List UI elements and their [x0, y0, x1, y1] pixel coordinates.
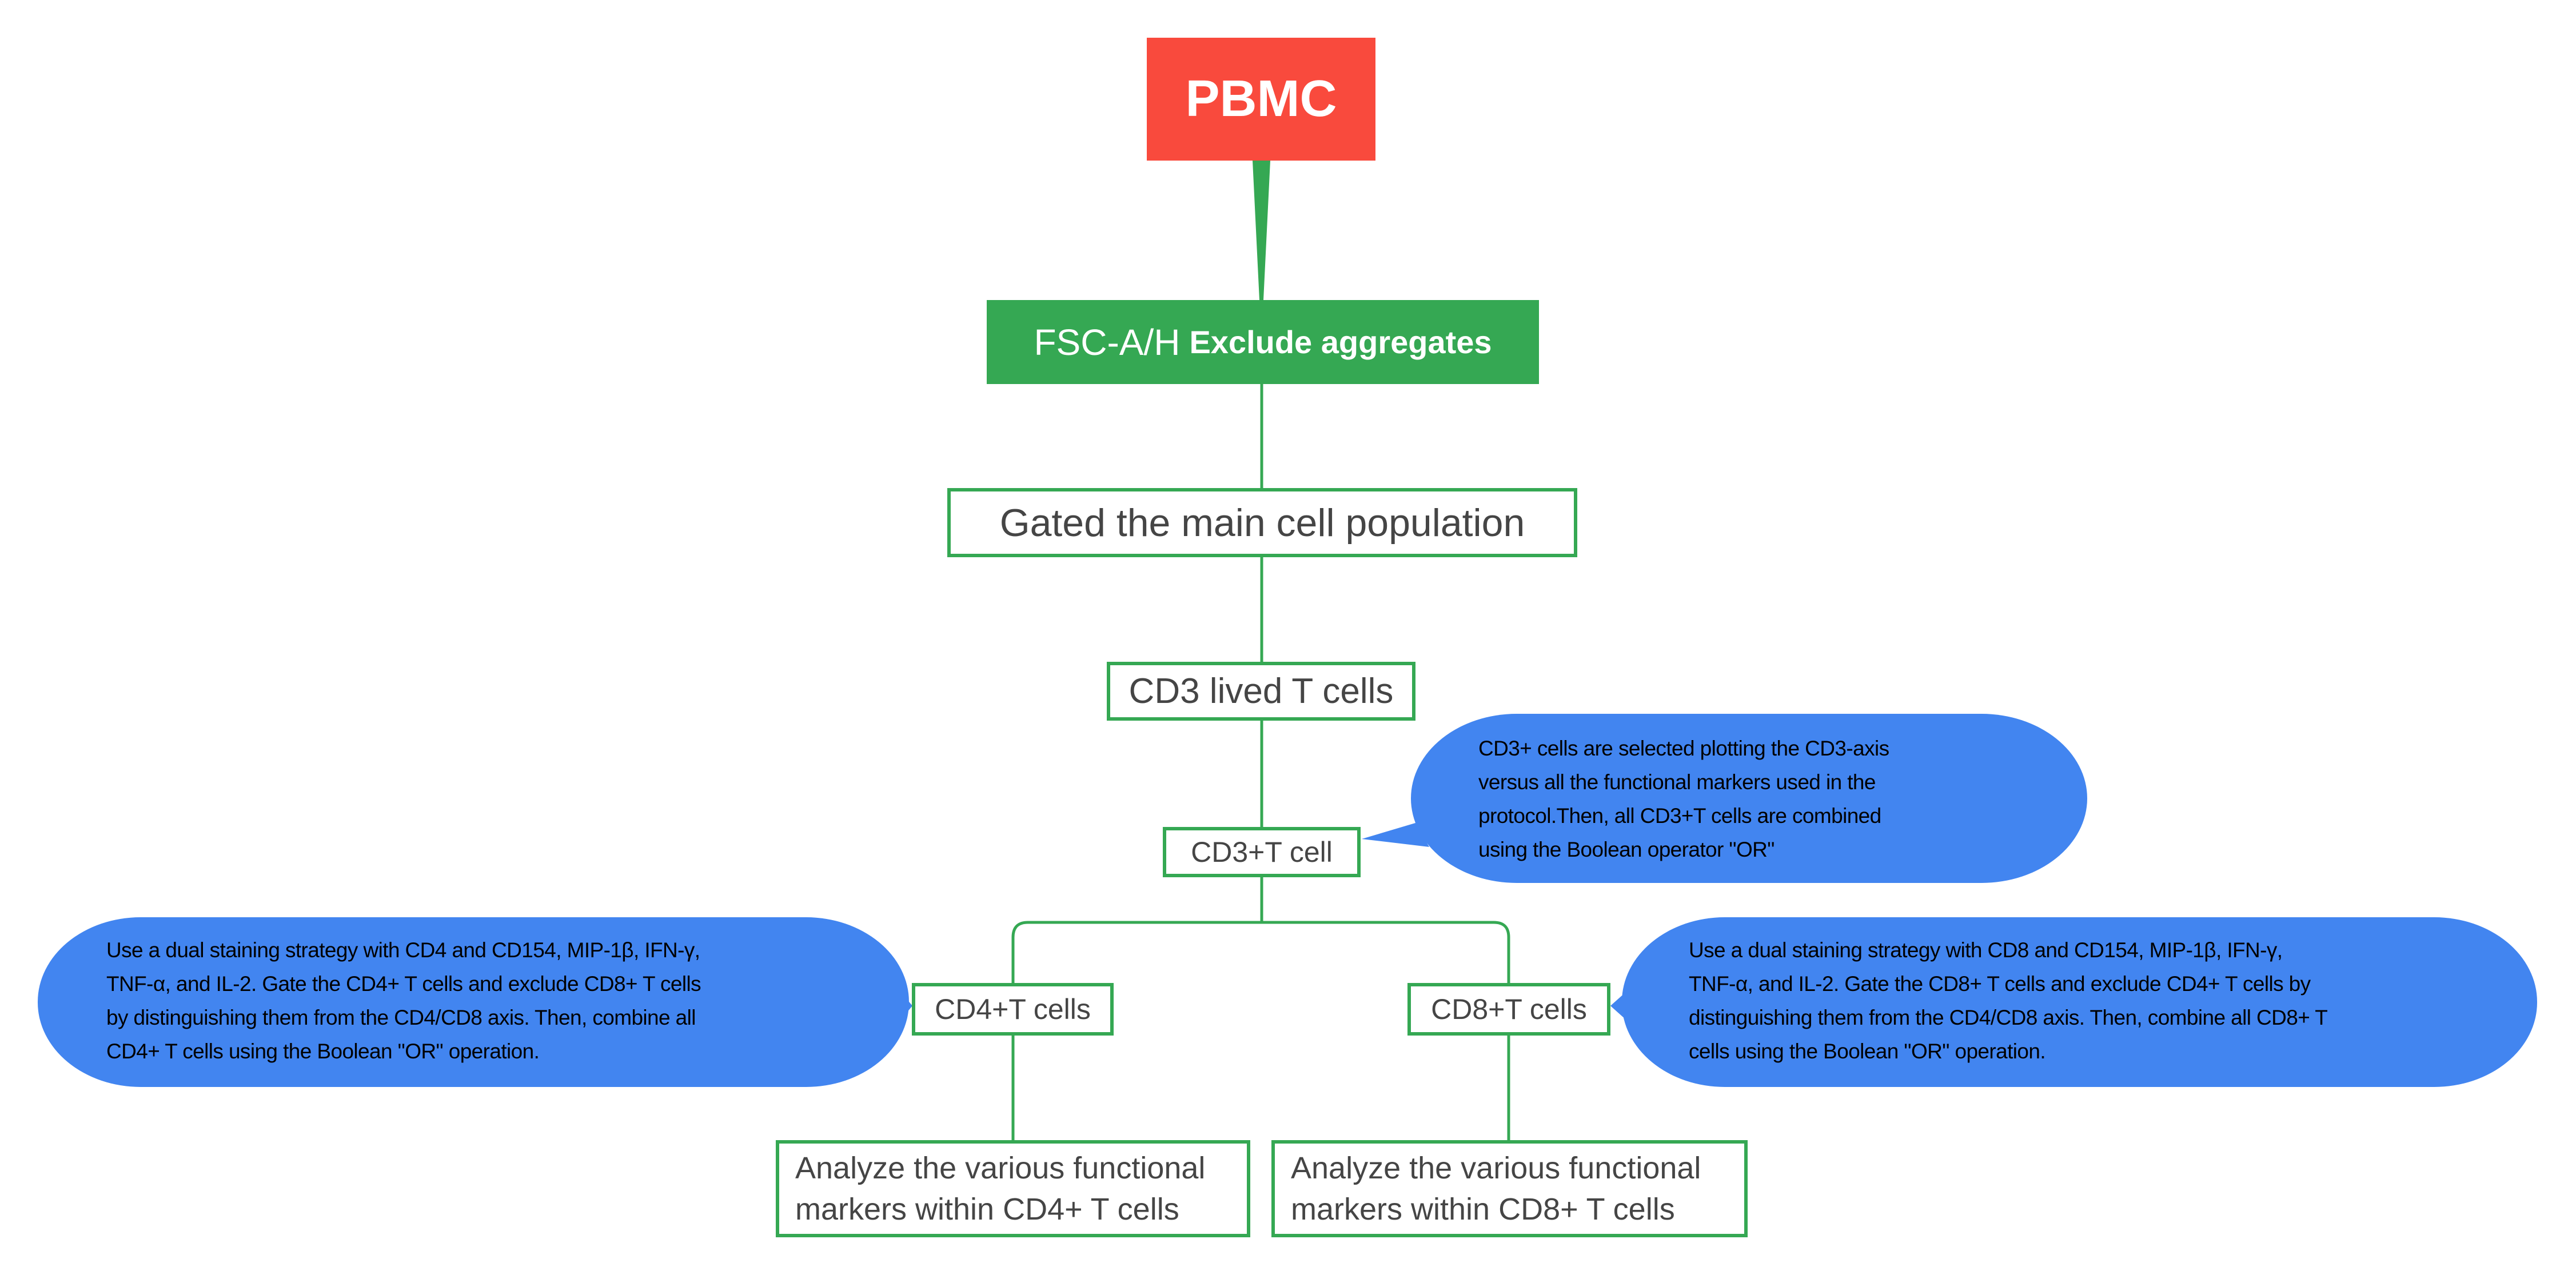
node-cd4-t-cells[interactable]: CD4+T cells	[912, 983, 1114, 1036]
node-main-population-label: Gated the main cell population	[999, 501, 1525, 545]
node-cd3-live-label: CD3 lived T cells	[1129, 672, 1394, 711]
callout-cd4-line: by distinguishing them from the CD4/CD8 …	[106, 1006, 696, 1029]
node-analyze-cd4[interactable]: Analyze the various functional markers w…	[776, 1140, 1250, 1237]
callout-cd8-line: cells using the Boolean "OR" operation.	[1689, 1040, 2046, 1063]
node-analyze-cd8-line-1: Analyze the various functional	[1291, 1151, 1701, 1185]
node-analyze-cd8[interactable]: Analyze the various functional markers w…	[1271, 1140, 1748, 1237]
callout-cd4-line: Use a dual staining strategy with CD4 an…	[106, 938, 700, 962]
callout-cd8-shape	[1610, 917, 2537, 1087]
callout-cd4-line: CD4+ T cells using the Boolean "OR" oper…	[106, 1040, 540, 1063]
node-analyze-cd4-line-1: Analyze the various functional	[795, 1151, 1206, 1185]
branch-connector	[1011, 921, 1510, 984]
callout-cd3-shape	[1362, 714, 2087, 883]
callout-cd3-line: CD3+ cells are selected plotting the CD3…	[1478, 737, 1889, 760]
node-pbmc[interactable]: PBMC	[1147, 38, 1375, 161]
callout-cd4-shape	[38, 917, 912, 1087]
node-cd8-t-cells[interactable]: CD8+T cells	[1407, 983, 1610, 1036]
node-analyze-cd4-line-2: markers within CD4+ T cells	[795, 1192, 1179, 1226]
callout-cd3-line: using the Boolean operator "OR"	[1478, 838, 1775, 861]
callout-cd8-text[interactable]: Use a dual staining strategy with CD8 an…	[1689, 933, 2328, 1068]
callout-cd3-line: versus all the functional markers used i…	[1478, 770, 1876, 794]
callout-cd4-line: TNF-α, and IL-2. Gate the CD4+ T cells a…	[106, 972, 701, 996]
node-singlets-description: Exclude aggregates	[1189, 324, 1492, 360]
node-cd8-label: CD8+T cells	[1431, 993, 1587, 1025]
node-singlets-gate[interactable]: FSC-A/H Exclude aggregates	[987, 300, 1539, 384]
callout-cd8-line: distinguishing them from the CD4/CD8 axi…	[1689, 1006, 2328, 1029]
root-connector	[1253, 161, 1270, 300]
node-cd3-positive-t-cell[interactable]: CD3+T cell	[1163, 827, 1361, 877]
node-main-population[interactable]: Gated the main cell population	[947, 488, 1577, 557]
callout-cd8-line: Use a dual staining strategy with CD8 an…	[1689, 938, 2283, 962]
node-pbmc-label: PBMC	[1185, 70, 1337, 127]
node-cd4-label: CD4+T cells	[935, 993, 1091, 1025]
callout-cd4-text[interactable]: Use a dual staining strategy with CD4 an…	[106, 933, 701, 1068]
callout-cd3-text[interactable]: CD3+ cells are selected plotting the CD3…	[1478, 732, 1889, 866]
node-singlets-parameter: FSC-A/H	[1034, 321, 1181, 363]
callout-cd3-line: protocol.Then, all CD3+T cells are combi…	[1478, 804, 1881, 828]
node-analyze-cd8-line-2: markers within CD8+ T cells	[1291, 1192, 1675, 1226]
node-cd3-live-t-cells[interactable]: CD3 lived T cells	[1107, 662, 1415, 721]
node-cd3-positive-label: CD3+T cell	[1191, 836, 1333, 868]
callout-cd8-line: TNF-α, and IL-2. Gate the CD8+ T cells a…	[1689, 972, 2311, 996]
